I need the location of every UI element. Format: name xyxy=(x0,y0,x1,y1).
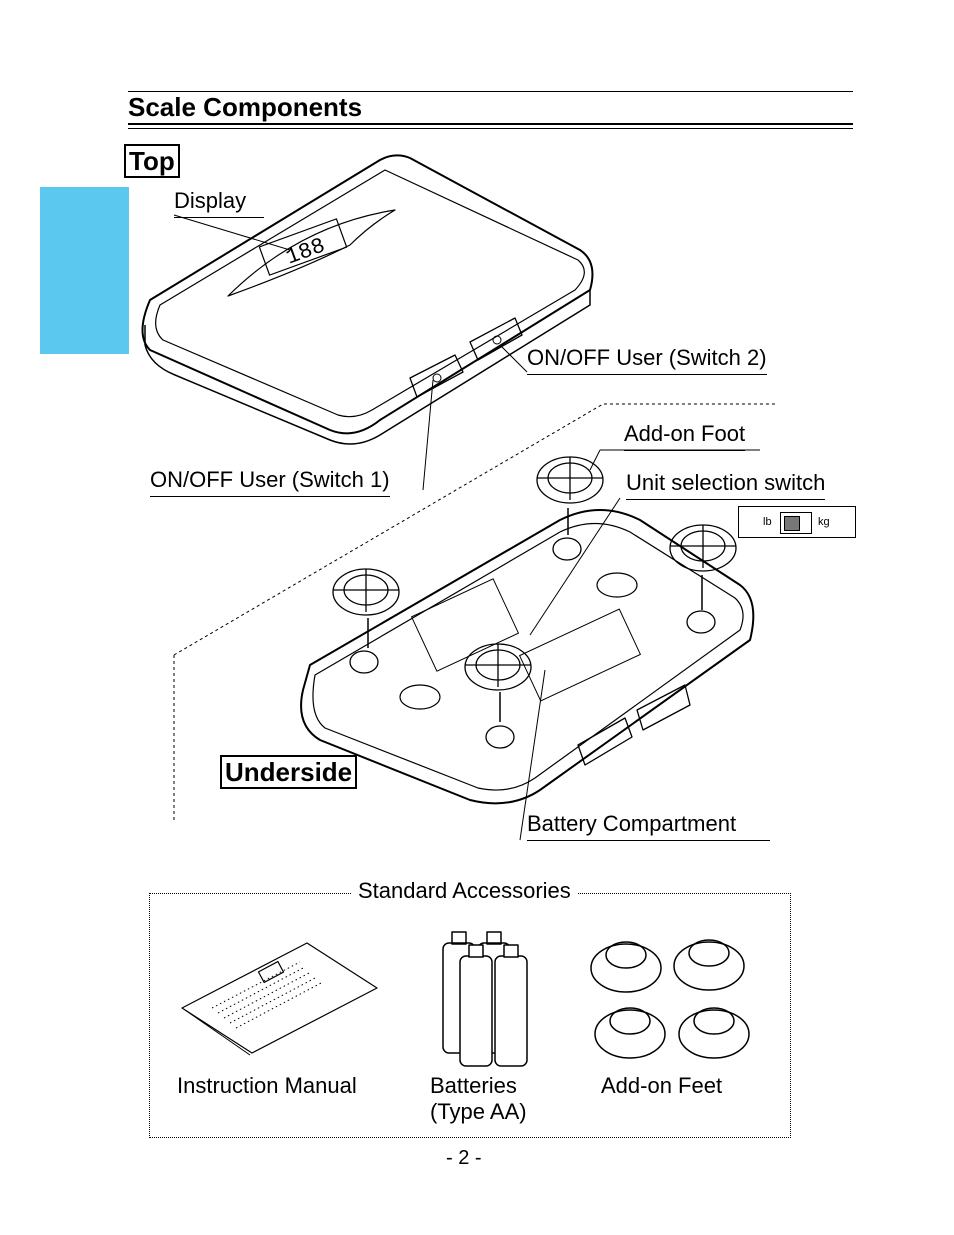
title-rule xyxy=(128,123,853,125)
svg-text:188: 188 xyxy=(283,233,329,270)
unit-switch-slot xyxy=(780,512,812,534)
switch-housing xyxy=(636,684,691,731)
add-on-foot-label: Add-on Foot xyxy=(624,421,746,451)
manual-label: Instruction Manual xyxy=(177,1073,357,1098)
title-rule xyxy=(128,128,853,129)
accessories-heading: Standard Accessories xyxy=(352,878,577,904)
display-window xyxy=(258,218,348,276)
unit-lb: lb xyxy=(763,516,772,528)
dashed-frame xyxy=(173,403,778,656)
switch-housing xyxy=(469,317,523,361)
switch-housing xyxy=(577,717,633,766)
title-rule xyxy=(128,91,853,92)
feet-label: Add-on Feet xyxy=(601,1073,723,1098)
scale-underside-body xyxy=(300,509,755,805)
power-icon xyxy=(492,335,502,345)
switch2-label: ON/OFF User (Switch 2) xyxy=(527,345,767,375)
unit-switch-knob xyxy=(784,516,800,531)
instruction-manual-drawing xyxy=(181,942,378,1056)
label-plate xyxy=(411,578,519,672)
display-pod xyxy=(227,209,396,297)
top-heading: Top xyxy=(124,144,180,178)
page-title: Scale Components xyxy=(128,92,363,122)
scale-top-surface xyxy=(155,169,585,418)
underside-heading: Underside xyxy=(220,755,358,789)
foot xyxy=(669,524,737,572)
switch1-label: ON/OFF User (Switch 1) xyxy=(150,467,390,497)
display-label: Display xyxy=(174,188,264,218)
unit-switch-label: Unit selection switch xyxy=(626,470,826,500)
battery-label: Battery Compartment xyxy=(527,811,770,841)
batteries-label: Batteries xyxy=(430,1073,517,1098)
scale-top-edge xyxy=(144,290,591,445)
unit-switch-detail: lb kg xyxy=(738,506,856,538)
switch-housing xyxy=(409,354,464,398)
foot xyxy=(536,456,604,504)
battery-cover xyxy=(519,608,641,702)
section-tab xyxy=(40,187,129,354)
foot xyxy=(332,568,400,616)
add-on-feet-drawing xyxy=(590,939,750,1059)
batteries-sublabel: (Type AA) xyxy=(430,1099,527,1124)
foot xyxy=(464,643,532,691)
batteries-drawing xyxy=(442,931,528,1067)
unit-kg: kg xyxy=(818,516,830,528)
page-number: - 2 - xyxy=(446,1147,482,1169)
power-icon xyxy=(432,373,442,383)
